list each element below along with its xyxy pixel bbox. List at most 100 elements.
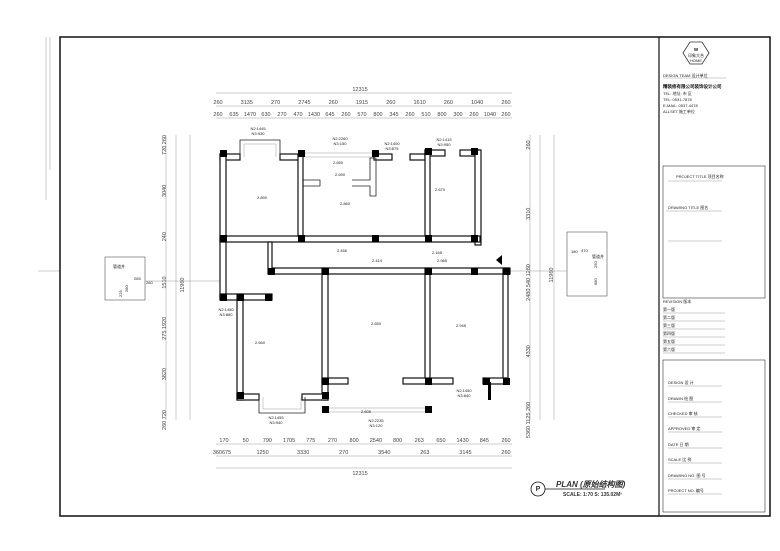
column: [425, 148, 432, 155]
column: [471, 268, 478, 275]
room-height-label: 2.650: [333, 160, 344, 165]
dimension-value: 260: [501, 112, 510, 118]
dimension-value: 630: [261, 112, 270, 118]
dimension-value: 260: [501, 438, 510, 444]
column: [425, 235, 432, 242]
dimension-value: 260: [501, 450, 510, 456]
dimension-value: 570: [357, 112, 366, 118]
dimension-value: 360675: [213, 450, 231, 456]
window-tag: N2:1455: [268, 415, 284, 420]
dimension-value: 275 1920: [162, 317, 168, 340]
dimension-value: 260: [501, 100, 510, 106]
dimension-value: 240: [162, 232, 168, 241]
dimension-value: 3330: [297, 450, 309, 456]
right-shaft-box: 管道井 180 470 250 680: [500, 231, 608, 297]
dimension-value: 4330: [526, 345, 532, 357]
column: [425, 406, 432, 413]
dimension-value: 3540: [378, 450, 390, 456]
plan-symbol: P: [536, 486, 541, 493]
window-tag: N2:2235: [368, 418, 384, 423]
dimension-value: 720 260: [162, 135, 168, 155]
drawing-label: DRAWING TITLE 图名: [668, 204, 708, 210]
dimension-value: 2480 540 1280: [526, 264, 532, 301]
window-tag: N2:1445: [250, 126, 266, 131]
dimension-value: 1250: [256, 450, 268, 456]
room-height-label: 2.456: [337, 248, 348, 253]
dimension-value: 635: [229, 112, 238, 118]
plan-title: PLAN (原始结构图): [556, 480, 626, 489]
logo-sub: HOME: [690, 58, 702, 63]
window-tag: N3:930: [252, 131, 266, 136]
project-label: PROJECT TITLE 项目名称: [676, 173, 724, 179]
dimension-value: 263: [415, 438, 424, 444]
dimension-value: 5360 1125 260: [526, 402, 532, 438]
sheet-margin-marks: [38, 37, 60, 272]
dimension-value: 3135: [241, 100, 253, 106]
dimension-value: 800: [393, 438, 402, 444]
room-height-label: 2.605: [361, 409, 372, 414]
window-tag: N3:940: [270, 420, 284, 425]
column: [322, 378, 329, 385]
column: [372, 235, 379, 242]
title-block: W 印象大合 HOME DESIGN TEAM 设计单位 精装修有限公司装饰设计…: [662, 41, 766, 513]
revision-item: 第二版: [663, 314, 675, 320]
room-height-label: 2.165: [432, 250, 443, 255]
logo-mark: W: [694, 47, 699, 52]
signature-item: DATE 日 期: [668, 441, 689, 447]
dimension-value: 800: [350, 438, 359, 444]
walls: [219, 139, 511, 414]
dimension-total: 11960: [180, 278, 186, 293]
dimension-total: 12315: [352, 471, 367, 477]
revision-item: 第六版: [663, 346, 675, 352]
column: [237, 294, 244, 301]
signature-item: PROJECT NO. 编号: [668, 487, 704, 493]
company-line: 精装修有限公司装饰设计公司: [663, 83, 722, 90]
room-height-label: 2.670: [435, 187, 446, 192]
column: [483, 378, 490, 385]
dimension-value: 270: [271, 100, 280, 106]
column: [503, 378, 510, 385]
window-tag: N3:875: [386, 146, 400, 151]
room-height-label: 2.660: [255, 340, 266, 345]
dimension-value: 1705: [283, 438, 295, 444]
shaft-label: 管道井: [113, 263, 125, 269]
entrance-arrow-icon: [496, 255, 502, 265]
dimension-value: 1610: [413, 100, 425, 106]
window-tag: N2:2260: [332, 136, 348, 141]
plan-scale: SCALE: 1:70 S: 135.02M²: [563, 492, 622, 498]
dimension-value: 270: [328, 438, 337, 444]
plan-title-block: P PLAN (原始结构图) SCALE: 1:70 S: 135.02M²: [530, 480, 626, 498]
shaft-dim: 260: [146, 280, 153, 285]
room-height-label: 2.690: [335, 172, 346, 177]
shaft-dim: 680: [593, 278, 598, 285]
left-shaft-box: 管道井 265 280 225 260: [104, 256, 220, 301]
dimension-value: 645: [325, 112, 334, 118]
dimension-value: 2745: [298, 100, 310, 106]
window-tag: N2:1415: [436, 137, 452, 142]
dimension-value: 3145: [459, 450, 471, 456]
company-line: DESIGN TEAM 设计单位: [663, 72, 708, 78]
column: [372, 150, 379, 157]
company-line: TEL: 0531-7878: [663, 97, 692, 102]
signature-item: SCALE 比 例: [668, 456, 691, 462]
revision-item: 第一版: [663, 306, 675, 312]
dimension-value: 800: [437, 112, 446, 118]
room-height-label: 2.414: [372, 258, 383, 263]
signature-list: DESIGN 设 计 DRAWN 绘 图 CHECKED 审 核 APPROVE…: [668, 379, 722, 495]
dimension-value: 1470: [244, 112, 256, 118]
dimension-value: 260: [526, 140, 532, 149]
dimension-value: 270: [339, 450, 348, 456]
dimension-value: 260: [469, 112, 478, 118]
room-height-label: 2.890: [257, 195, 268, 200]
window-tag: N2:1400: [384, 141, 400, 146]
shaft-dim: 265: [134, 276, 141, 281]
dimension-total: 12315: [352, 87, 367, 93]
signature-item: DRAWING NO. 图 号: [668, 472, 706, 478]
shaft-dim: 225: [118, 290, 123, 297]
dimension-value: 470: [293, 112, 302, 118]
column: [322, 392, 329, 399]
dimension-value: 300: [453, 112, 462, 118]
